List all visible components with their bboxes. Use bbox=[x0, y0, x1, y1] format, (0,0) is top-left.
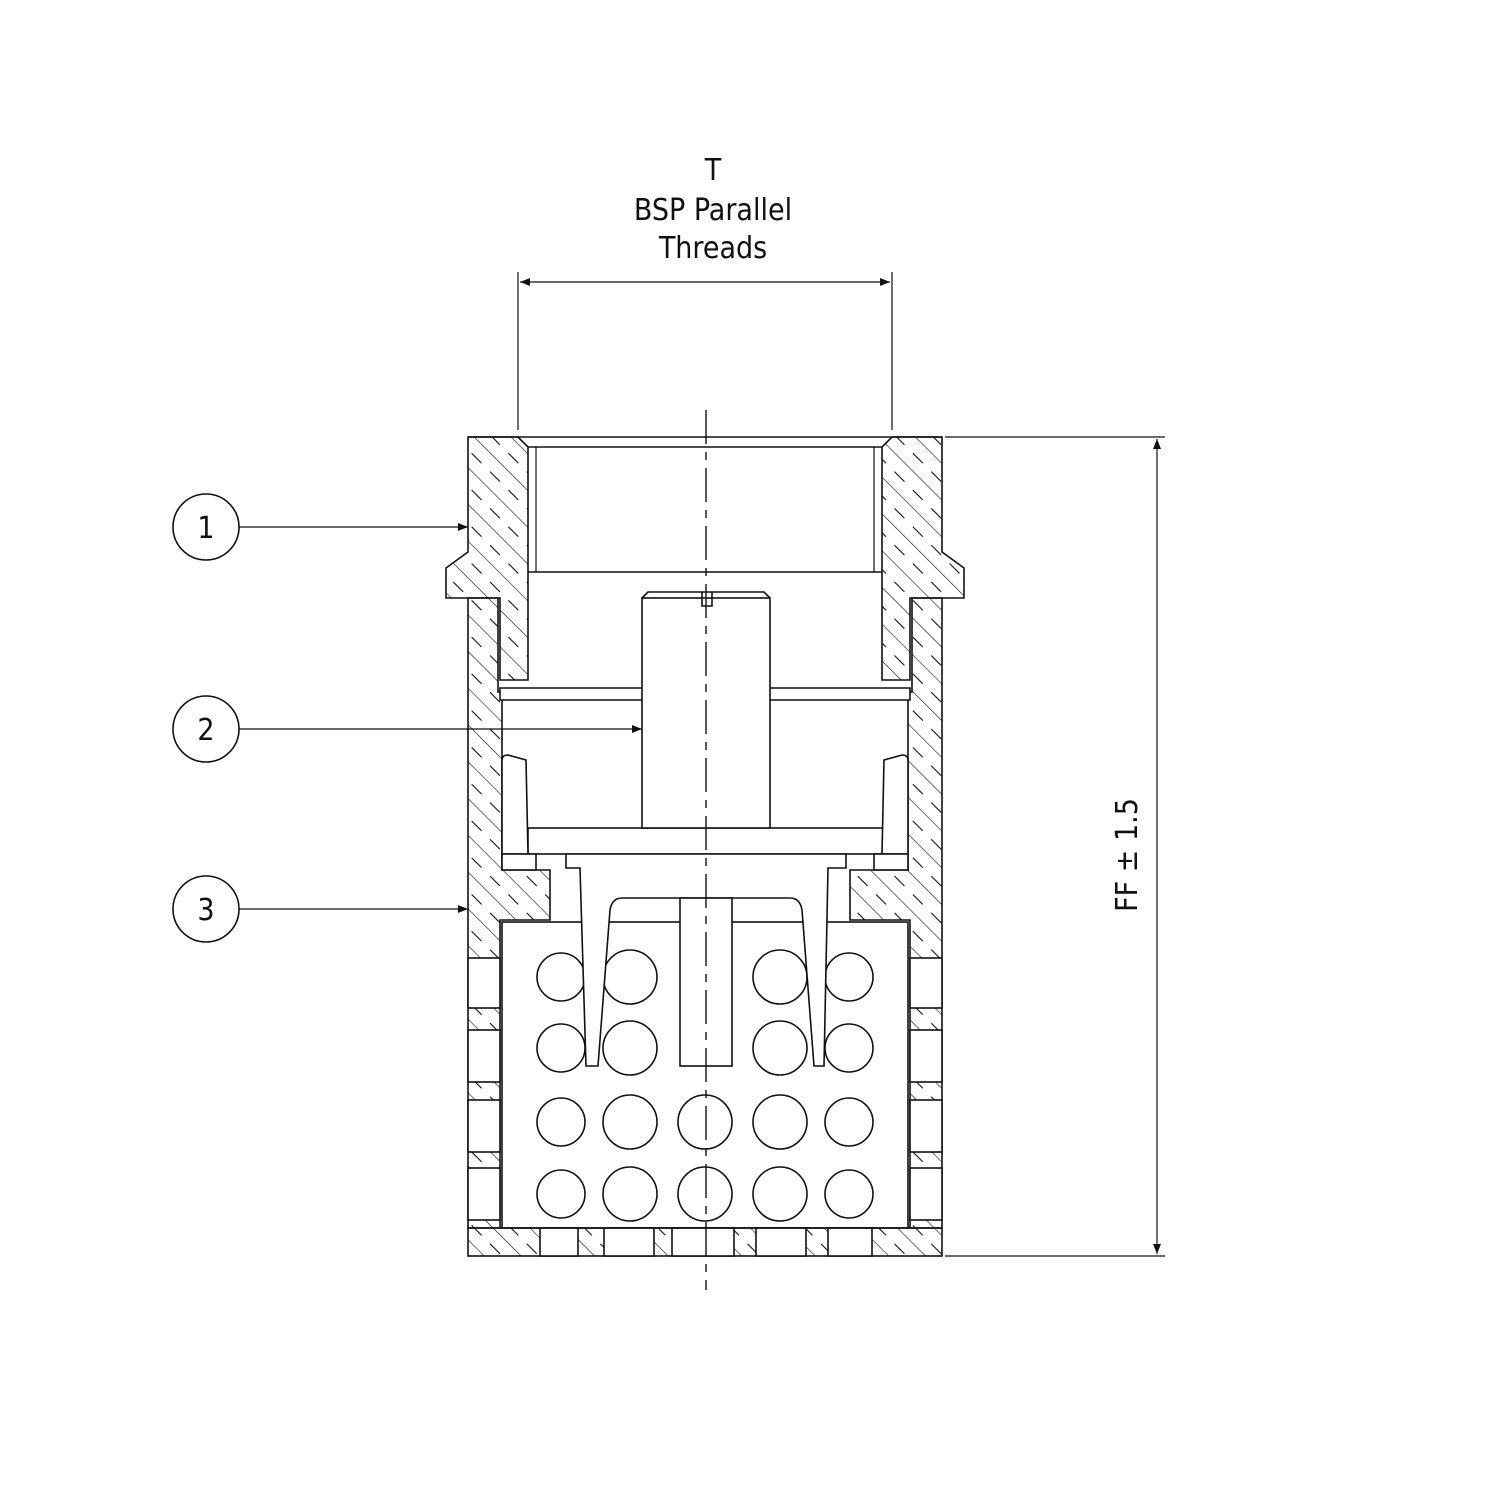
callout-1-number: 1 bbox=[197, 511, 214, 546]
cage-left-foot bbox=[501, 853, 537, 871]
thread-symbol: T bbox=[704, 153, 722, 188]
callout-3: 3 bbox=[172, 875, 468, 943]
thread-dimension: T BSP Parallel Threads bbox=[517, 153, 893, 430]
thread-connector bbox=[445, 436, 965, 681]
valve-disc bbox=[499, 591, 911, 829]
valve-body bbox=[467, 597, 943, 1257]
thread-label-line1: BSP Parallel bbox=[634, 193, 792, 228]
body-side-slots bbox=[467, 957, 943, 1221]
height-label: FF ± 1.5 bbox=[1110, 798, 1145, 912]
connector-left-wall bbox=[445, 436, 529, 681]
stem-slot bbox=[701, 592, 713, 607]
callout-1: 1 bbox=[172, 493, 468, 561]
connector-right-wall bbox=[881, 436, 965, 681]
cage-right-foot bbox=[873, 853, 909, 871]
cage-left-post bbox=[501, 754, 529, 855]
cage-right-post bbox=[881, 754, 909, 855]
callout-3-number: 3 bbox=[197, 893, 214, 928]
body-bottom-slots bbox=[539, 1227, 873, 1257]
callout-2: 2 bbox=[172, 695, 642, 763]
height-dimension: FF ± 1.5 bbox=[945, 436, 1165, 1257]
thread-label-line2: Threads bbox=[658, 231, 767, 266]
callout-2-number: 2 bbox=[197, 713, 214, 748]
